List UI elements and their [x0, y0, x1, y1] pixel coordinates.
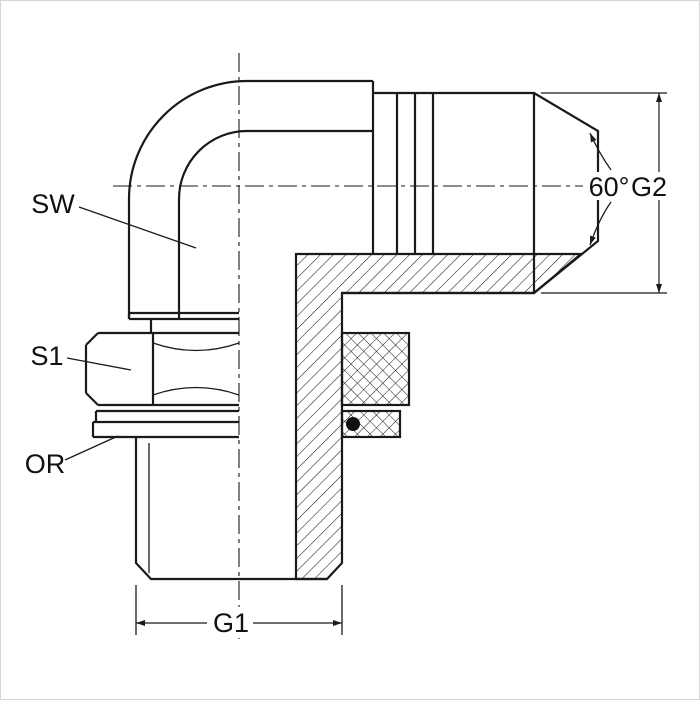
washer-stack-outline	[91, 409, 239, 439]
g1-extension-lines	[135, 585, 343, 635]
g1-label: G1	[213, 608, 249, 638]
sw-label: SW	[31, 189, 75, 219]
swivel-interface-lines	[127, 311, 239, 333]
or-label: OR	[25, 449, 66, 479]
g2-label: G2	[631, 172, 667, 202]
g2-extension-lines	[541, 92, 667, 294]
leader-lines	[64, 206, 197, 461]
s1-leader-line	[66, 357, 132, 371]
label-background	[207, 607, 253, 637]
fitting-outline	[84, 79, 600, 581]
cone-angle-label: 60°	[589, 172, 630, 202]
text-labels: SW S1 OR 60° G2 G1	[25, 172, 667, 638]
threaded-stud-outline	[134, 437, 327, 581]
cone-angle-annotation	[589, 132, 612, 246]
centerlines	[113, 53, 669, 639]
hex-locknut-outline	[84, 331, 239, 407]
thread-runout-lines	[395, 93, 435, 254]
cone-angle-arrow-upper	[589, 132, 612, 171]
or-leader-line	[64, 435, 119, 461]
section-hatching	[294, 252, 585, 581]
oring-cross-section-dot	[346, 417, 360, 431]
hex-nut-chamfer-arcs	[152, 342, 240, 396]
elbow-inner-contour	[177, 129, 373, 319]
locknut-section-hatch	[340, 331, 411, 407]
body-section-hatch	[294, 252, 585, 581]
label-background	[583, 172, 671, 200]
sw-leader-line	[78, 206, 197, 249]
cone-angle-arrow-lower	[589, 201, 612, 246]
s1-label: S1	[30, 341, 63, 371]
elbow-outer-contour	[127, 79, 373, 319]
